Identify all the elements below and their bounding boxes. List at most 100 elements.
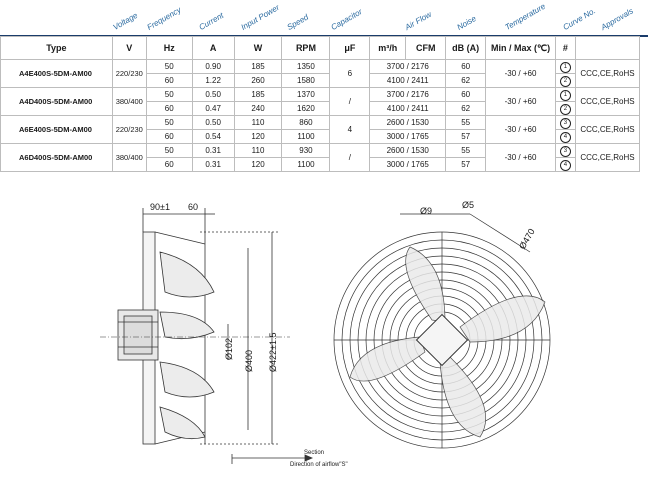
unit-temperature: Min / Max (℃) <box>485 36 556 60</box>
airflow-cfm: 2176 <box>411 62 429 71</box>
noise-cell: 55 <box>445 115 487 130</box>
curve-cell: 2 <box>554 73 576 88</box>
airflow-m3h: 2600 <box>386 118 405 127</box>
curve-number-icon: 2 <box>559 75 571 87</box>
frequency-cell: 60 <box>145 73 193 88</box>
frequency-cell: 50 <box>145 59 193 74</box>
dim-9: Ø9 <box>420 206 432 216</box>
header-frequency: Frequency <box>145 5 183 32</box>
header-input-power: Input Power <box>239 2 281 32</box>
airflow-cfm: 1530 <box>411 118 429 127</box>
temperature-cell: -30 / +60 <box>485 59 556 88</box>
airflow-m3h: 4100 <box>386 76 405 85</box>
airflow-separator: / <box>404 62 412 71</box>
frequency-cell: 60 <box>145 129 193 144</box>
unit-noise: dB (A) <box>445 36 487 60</box>
model-type: A6D400S-5DM-AM00 <box>0 143 113 172</box>
unit-capacitor: μF <box>329 36 371 60</box>
capacitor-cell: / <box>329 143 371 172</box>
airflow-m3h: 3700 <box>386 62 405 71</box>
speed-cell: 1620 <box>281 101 331 116</box>
airflow-cell: 4100 / 2411 <box>369 73 447 88</box>
power-cell: 110 <box>233 115 283 130</box>
power-cell: 110 <box>233 143 283 158</box>
airflow-separator: / <box>404 76 412 85</box>
unit-approvals <box>574 36 641 60</box>
section-label: Section <box>304 450 324 456</box>
airflow-cell: 2600 / 1530 <box>369 143 447 158</box>
header-temperature: Temperature <box>503 1 548 33</box>
current-cell: 0.54 <box>191 129 235 144</box>
approvals-cell: CCC,CE,RoHS <box>574 87 641 116</box>
airflow-cell: 3000 / 1765 <box>369 129 447 144</box>
speed-cell: 930 <box>281 143 331 158</box>
unit-current: A <box>191 36 235 60</box>
header-noise: Noise <box>455 13 478 32</box>
airflow-separator: / <box>404 160 412 169</box>
dim-5: Ø5 <box>462 200 474 210</box>
curve-cell: 4 <box>554 157 576 172</box>
unit-airflow-m3h: m³/h <box>369 36 407 60</box>
airflow-m3h: 3700 <box>386 90 405 99</box>
dim-90: 90±1 <box>150 202 170 212</box>
power-cell: 185 <box>233 59 283 74</box>
column-header-strip: Voltage Frequency Current Input Power Sp… <box>0 0 648 36</box>
unit-type: Type <box>0 36 113 60</box>
voltage-cell: 220/230 <box>111 59 147 88</box>
curve-cell: 2 <box>554 101 576 116</box>
airflow-cell: 2600 / 1530 <box>369 115 447 130</box>
speed-cell: 1100 <box>281 157 331 172</box>
current-cell: 0.47 <box>191 101 235 116</box>
airflow-separator: / <box>404 132 412 141</box>
frequency-cell: 60 <box>145 101 193 116</box>
curve-cell: 1 <box>554 59 576 74</box>
airflow-cfm: 2176 <box>411 90 429 99</box>
curve-number-icon: 3 <box>559 117 571 129</box>
airflow-cfm: 1765 <box>411 160 429 169</box>
voltage-cell: 380/400 <box>111 87 147 116</box>
side-view <box>100 208 290 445</box>
temperature-cell: -30 / +60 <box>485 143 556 172</box>
airflow-cfm: 2411 <box>411 76 429 85</box>
temperature-cell: -30 / +60 <box>485 87 556 116</box>
dim-400: Ø400 <box>244 350 254 372</box>
model-type: A4E400S-5DM-AM00 <box>0 59 113 88</box>
power-cell: 240 <box>233 101 283 116</box>
noise-cell: 62 <box>445 73 487 88</box>
header-curve-no: Curve No. <box>561 6 598 32</box>
airflow-cfm: 1530 <box>411 146 429 155</box>
airflow-cfm: 2411 <box>411 104 429 113</box>
airflow-cell: 3000 / 1765 <box>369 157 447 172</box>
front-view <box>333 213 551 449</box>
noise-cell: 57 <box>445 157 487 172</box>
speed-cell: 1100 <box>281 129 331 144</box>
frequency-cell: 50 <box>145 87 193 102</box>
unit-voltage: V <box>111 36 147 60</box>
airflow-m3h: 2600 <box>386 146 405 155</box>
airflow-separator: / <box>404 104 412 113</box>
noise-cell: 55 <box>445 143 487 158</box>
curve-cell: 3 <box>554 115 576 130</box>
airflow-cfm: 1765 <box>411 132 429 141</box>
airflow-separator: / <box>404 118 412 127</box>
speed-cell: 1350 <box>281 59 331 74</box>
header-capacitor: Capacitor <box>329 7 364 32</box>
power-cell: 120 <box>233 129 283 144</box>
current-cell: 0.90 <box>191 59 235 74</box>
curve-number-icon: 1 <box>559 89 571 101</box>
noise-cell: 62 <box>445 101 487 116</box>
dim-102: Ø102 <box>224 338 234 360</box>
unit-power: W <box>233 36 283 60</box>
frequency-cell: 50 <box>145 115 193 130</box>
capacitor-cell: 4 <box>329 115 371 144</box>
airflow-cell: 3700 / 2176 <box>369 59 447 74</box>
noise-cell: 60 <box>445 59 487 74</box>
approvals-cell: CCC,CE,RoHS <box>574 115 641 144</box>
current-cell: 0.50 <box>191 115 235 130</box>
capacitor-cell: / <box>329 87 371 116</box>
